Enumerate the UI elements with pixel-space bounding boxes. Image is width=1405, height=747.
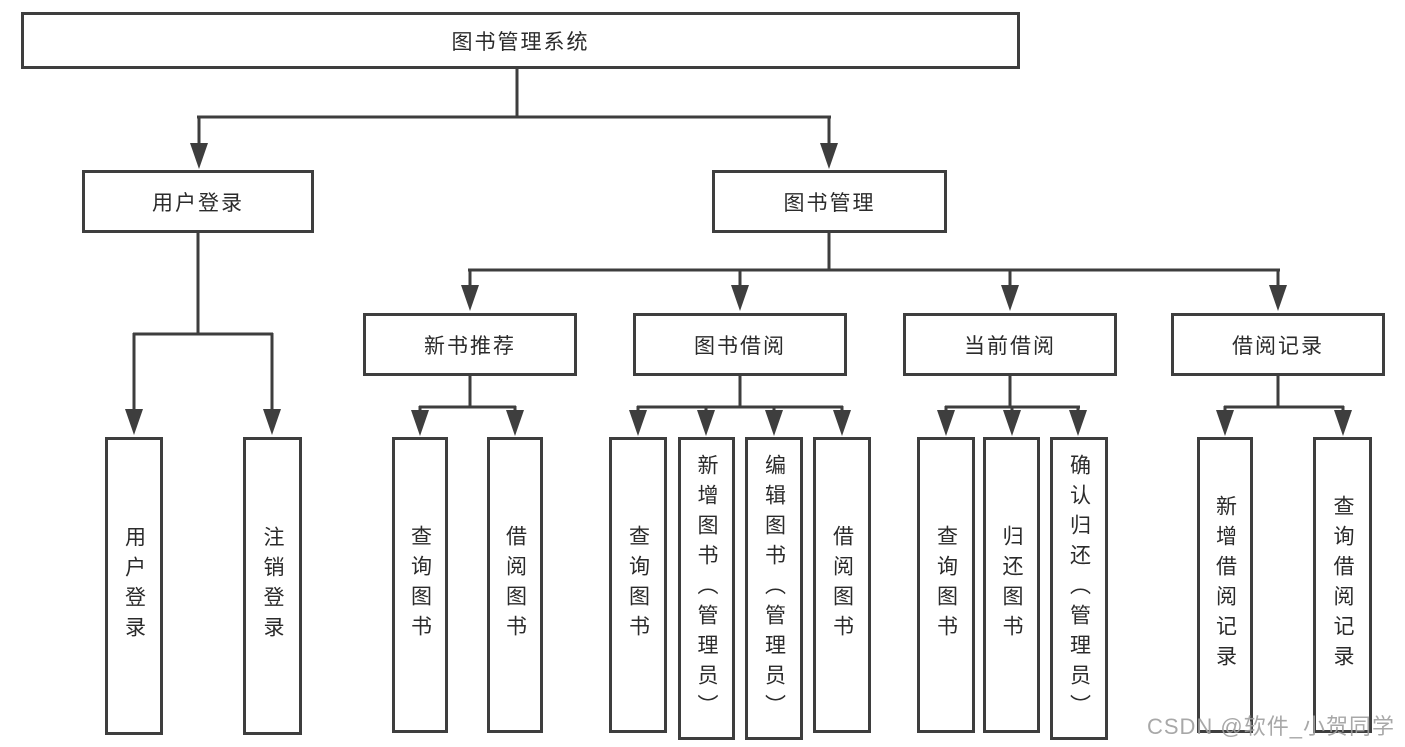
arrowhead-icon (697, 410, 715, 436)
arrowhead-icon (190, 143, 208, 169)
leaf-br-query-record: 查询借阅记录 (1313, 437, 1372, 733)
node-user-login-label: 用户登录 (152, 191, 244, 215)
leaf-nb-query-books-label: 查询图书 (408, 525, 432, 645)
node-user-login: 用户登录 (82, 170, 314, 233)
connector-new-books-to-leaves (411, 376, 524, 436)
node-current-borrow: 当前借阅 (903, 313, 1117, 376)
node-book-mgmt: 图书管理 (712, 170, 947, 233)
leaf-br-add-record: 新增借阅记录 (1197, 437, 1253, 733)
leaf-logout-label: 注销登录 (261, 526, 284, 646)
arrowhead-icon (937, 410, 955, 436)
leaf-bb-borrow-books: 借阅图书 (813, 437, 871, 733)
arrowhead-icon (833, 410, 851, 436)
leaf-br-query-record-label: 查询借阅记录 (1331, 495, 1354, 675)
connector-user-login-to-leaves (125, 233, 281, 435)
leaf-br-add-record-label: 新增借阅记录 (1213, 495, 1237, 675)
arrowhead-icon (731, 285, 749, 311)
node-borrow-records-label: 借阅记录 (1232, 334, 1324, 358)
leaf-logout: 注销登录 (243, 437, 302, 735)
leaf-bb-query-books-label: 查询图书 (626, 525, 650, 645)
arrowhead-icon (461, 285, 479, 311)
leaf-nb-borrow-books: 借阅图书 (487, 437, 543, 733)
arrowhead-icon (1269, 285, 1287, 311)
leaf-cb-confirm-return-admin: 确认归还（管理员） (1050, 437, 1108, 740)
connector-book-mgmt-to-level3 (461, 233, 1287, 311)
leaf-cb-return-books: 归还图书 (983, 437, 1040, 733)
node-book-borrow: 图书借阅 (633, 313, 847, 376)
arrowhead-icon (263, 409, 281, 435)
arrowhead-icon (506, 410, 524, 436)
leaf-bb-edit-books-admin: 编辑图书（管理员） (745, 437, 803, 740)
arrowhead-icon (765, 410, 783, 436)
arrowhead-icon (125, 409, 143, 435)
arrowhead-icon (1216, 410, 1234, 436)
arrowhead-icon (1003, 410, 1021, 436)
leaf-cb-query-books: 查询图书 (917, 437, 975, 733)
node-book-mgmt-label: 图书管理 (783, 191, 876, 215)
arrowhead-icon (411, 410, 429, 436)
leaf-user-login-label: 用户登录 (122, 526, 146, 646)
connector-book-borrow-to-leaves (629, 376, 851, 436)
connector-current-borrow-to-leaves (937, 376, 1087, 436)
arrowhead-icon (1001, 285, 1019, 311)
leaf-user-login: 用户登录 (105, 437, 163, 735)
leaf-cb-return-books-label: 归还图书 (1000, 525, 1023, 645)
connector-borrow-records-to-leaves (1216, 376, 1352, 436)
leaf-bb-query-books: 查询图书 (609, 437, 667, 733)
arrowhead-icon (1334, 410, 1352, 436)
leaf-bb-borrow-books-label: 借阅图书 (830, 525, 854, 645)
leaf-cb-query-books-label: 查询图书 (934, 525, 958, 645)
node-root-label: 图书管理系统 (451, 30, 590, 54)
leaf-nb-query-books: 查询图书 (392, 437, 448, 733)
node-root: 图书管理系统 (21, 12, 1020, 69)
node-new-books-label: 新书推荐 (424, 334, 516, 358)
node-book-borrow-label: 图书借阅 (694, 334, 786, 358)
node-new-books: 新书推荐 (363, 313, 577, 376)
leaf-bb-add-books-admin: 新增图书（管理员） (678, 437, 735, 740)
leaf-bb-add-books-admin-label: 新增图书（管理员） (695, 453, 718, 724)
leaf-nb-borrow-books-label: 借阅图书 (503, 525, 527, 645)
node-borrow-records: 借阅记录 (1171, 313, 1385, 376)
arrowhead-icon (629, 410, 647, 436)
connector-root-to-level2 (190, 69, 838, 169)
arrowhead-icon (1069, 410, 1087, 436)
node-current-borrow-label: 当前借阅 (964, 334, 1056, 358)
arrowhead-icon (820, 143, 838, 169)
leaf-cb-confirm-return-admin-label: 确认归还（管理员） (1067, 453, 1091, 724)
leaf-bb-edit-books-admin-label: 编辑图书（管理员） (762, 453, 786, 724)
